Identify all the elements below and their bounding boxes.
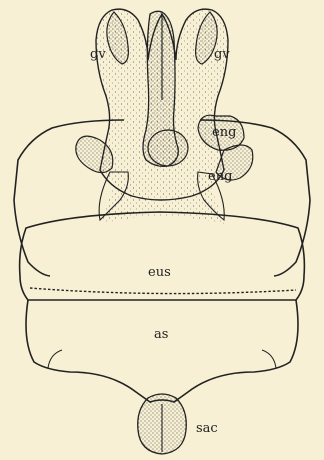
label-eng-upper: eng bbox=[212, 125, 236, 140]
as-right-notch bbox=[262, 350, 276, 368]
label-as: as bbox=[154, 327, 168, 342]
eus-plate bbox=[20, 212, 305, 300]
label-eus: eus bbox=[148, 265, 171, 280]
label-sac: sac bbox=[196, 421, 218, 436]
label-gv-left: gv bbox=[90, 47, 106, 62]
eus-divider bbox=[30, 288, 296, 294]
juxta-knob bbox=[148, 130, 188, 166]
label-eng-lower: eng bbox=[208, 169, 232, 184]
as-left-notch bbox=[48, 350, 62, 368]
as-plate bbox=[26, 300, 298, 402]
label-gv-right: gv bbox=[214, 47, 230, 62]
